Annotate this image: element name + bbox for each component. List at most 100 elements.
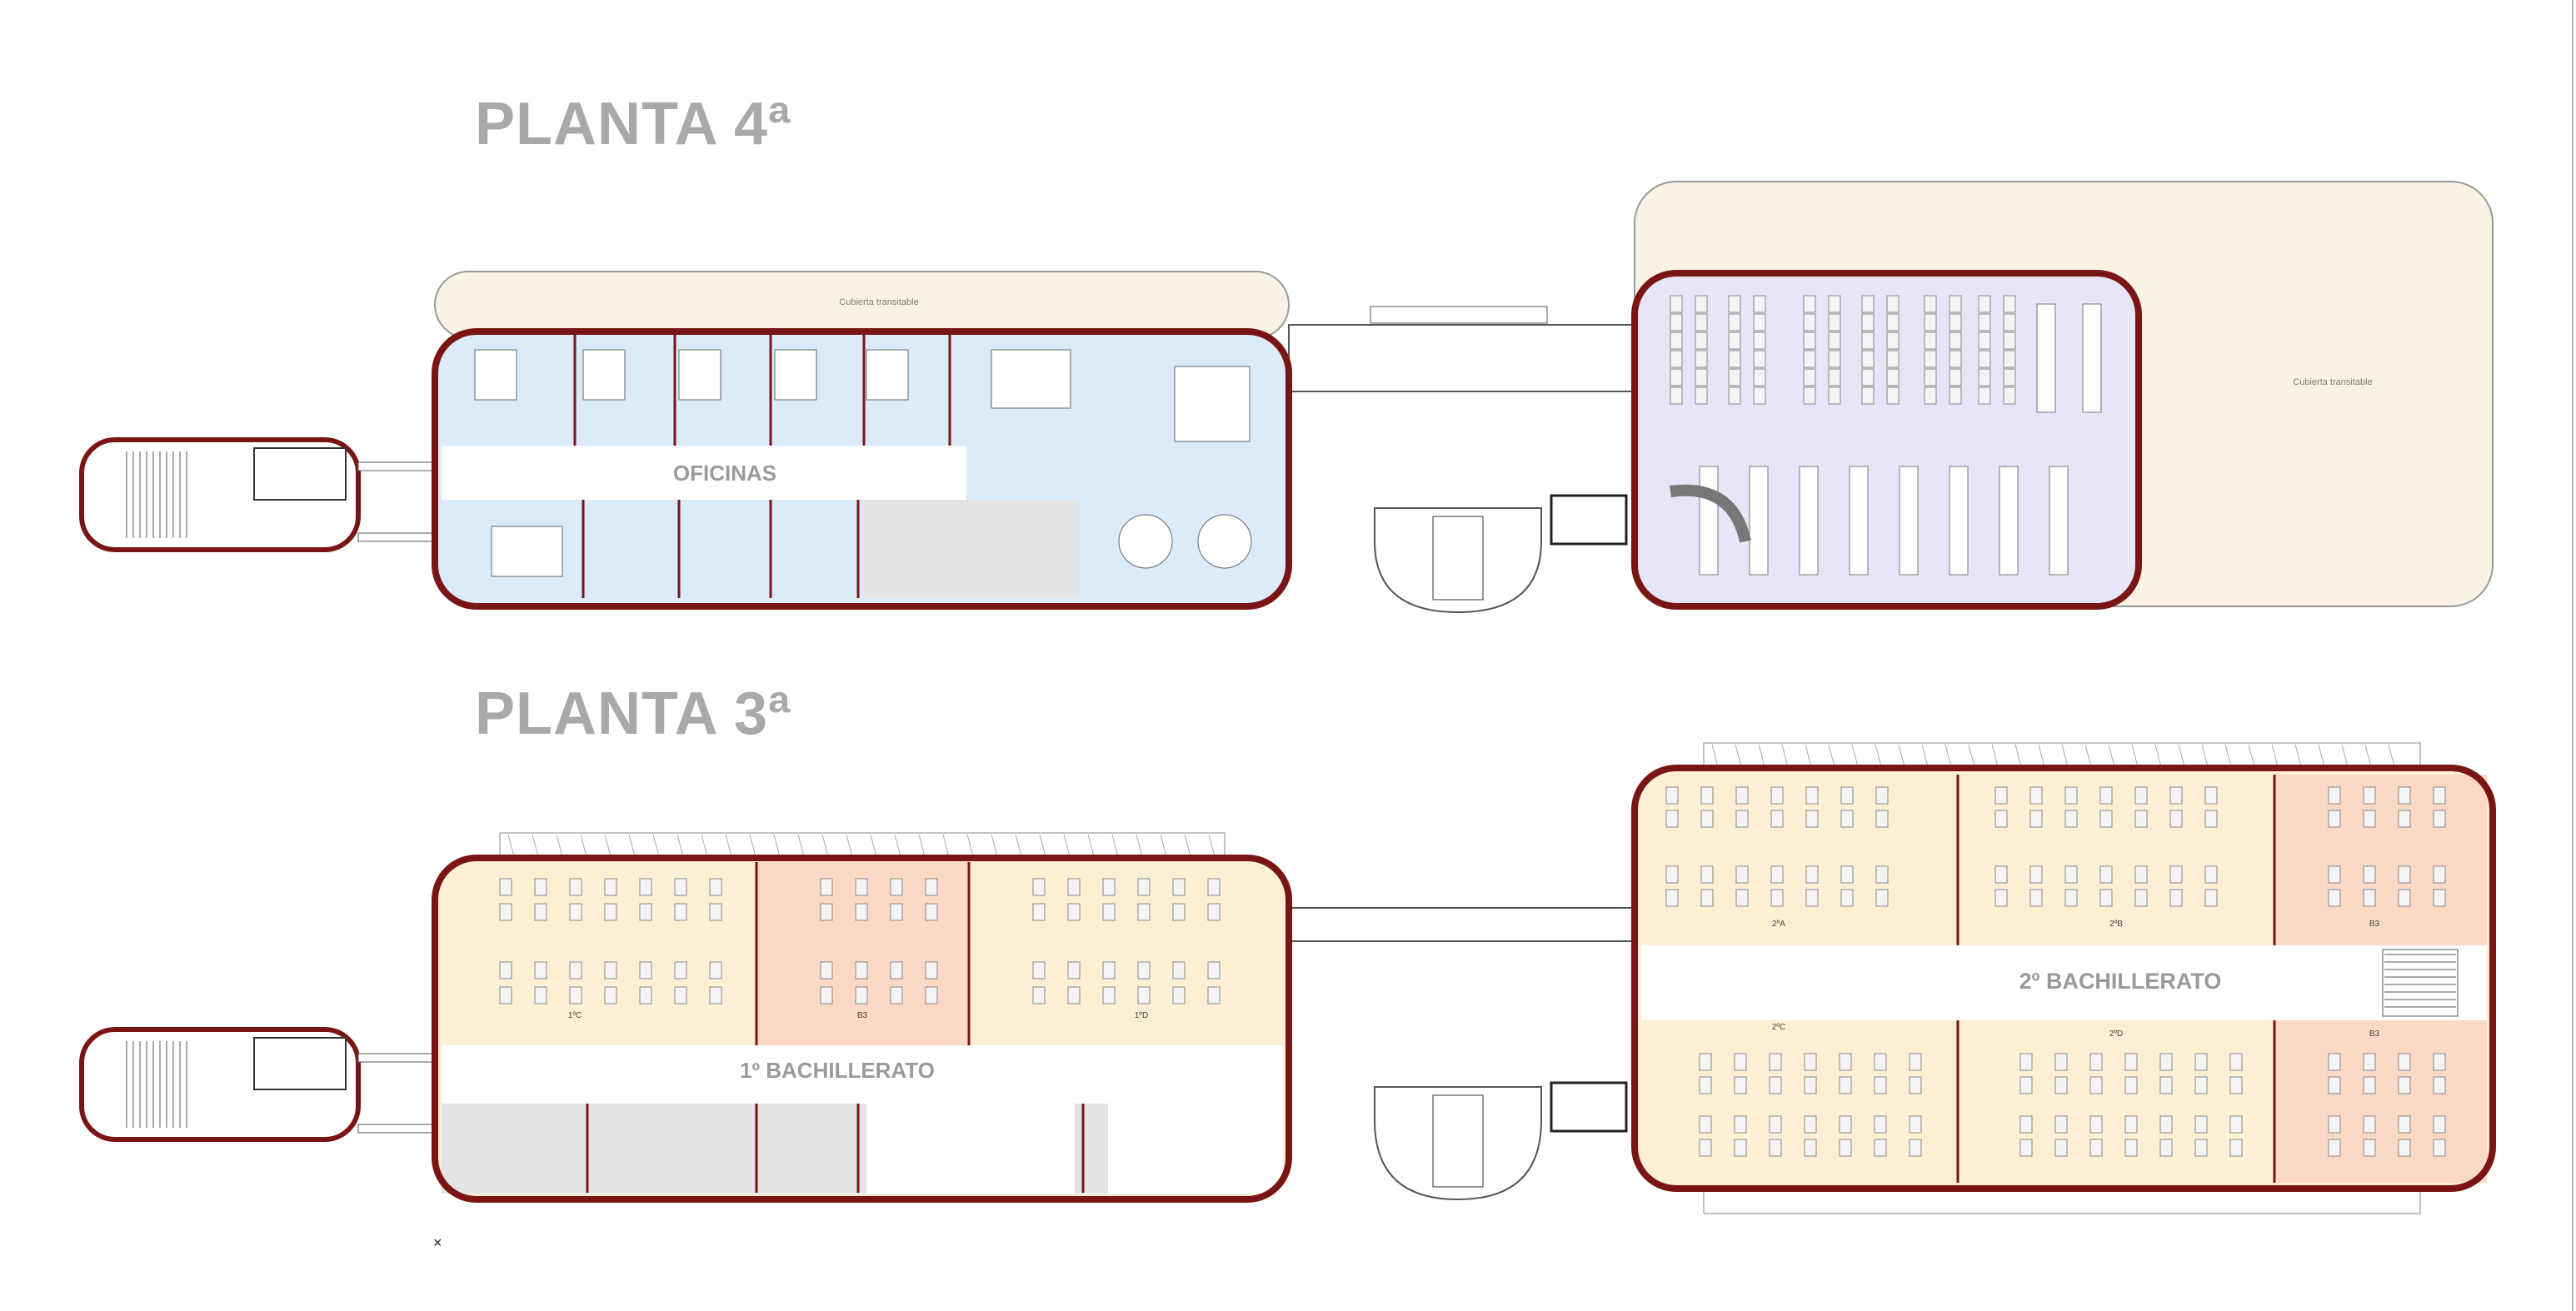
student-desk [1769,1053,1782,1071]
student-desk [2019,1139,2033,1157]
room-2c-label: 2ºC [1772,1023,1785,1032]
student-desk [709,878,722,896]
library-desk [2003,368,2016,386]
student-desk [1804,1053,1817,1071]
student-desk [1734,1053,1747,1071]
student-desk [2099,810,2113,828]
student-desk [2159,1139,2173,1157]
student-desk [2204,810,2218,828]
student-desk [820,961,833,980]
stair-wing-2 [2382,949,2459,1017]
student-desk [1839,1139,1852,1157]
library-desk [1670,331,1683,350]
student-desk [2398,1115,2411,1134]
library-desk [1803,368,1816,386]
student-desk [855,903,868,921]
office-corridor [442,446,966,500]
library-desk [1949,313,1962,331]
library-desk [1803,331,1816,350]
student-desk [2054,1076,2068,1094]
student-desk [1102,986,1116,1004]
library-desk [1695,313,1708,331]
library-desk [2003,331,2016,350]
student-desk [2089,1115,2103,1134]
student-desk [2204,865,2218,884]
student-desk [2398,1139,2411,1157]
student-desk [820,986,833,1004]
bookshelf [1999,466,2019,576]
restroom-4 [864,500,1079,598]
bookshelf [1899,466,1919,576]
student-desk [2064,889,2078,907]
office-desk [491,526,563,577]
wing-1-wall [432,855,1292,1203]
student-desk [2134,786,2148,805]
library-desk [1695,386,1708,405]
library-desk [1828,313,1841,331]
student-desk [569,903,582,921]
floor-4-title: PLANTA 4ª [475,91,791,157]
bookshelf [2082,303,2102,413]
student-desk [2124,1076,2138,1094]
library-desk [1978,295,1991,313]
classroom-b3b-fill [2274,1020,2487,1183]
furniture-layer [474,295,2446,1157]
student-desk [1067,961,1081,980]
library-desk [1978,313,1991,331]
student-desk [2134,810,2148,828]
student-desk [1839,1115,1852,1134]
student-desk [2229,1139,2243,1157]
bachillerato-2-label: 2º BACHILLERATO [2019,969,2222,994]
student-desk [2433,810,2446,828]
corridor-link [357,1124,436,1134]
student-desk [890,903,903,921]
student-desk [1840,865,1854,884]
student-desk [1735,810,1749,828]
student-desk [499,961,512,980]
student-desk [2433,889,2446,907]
student-desk [1172,903,1186,921]
library-desk [1803,350,1816,368]
corridor-link [357,532,436,542]
library-desk [1924,331,1937,350]
student-desk [2124,1139,2138,1157]
student-desk [2134,865,2148,884]
student-desk [1700,889,1714,907]
student-desk [1172,961,1186,980]
library-desk [1728,313,1741,331]
library-desk [1670,313,1683,331]
student-desk [1137,878,1151,896]
restroom-3b [1108,1104,1283,1194]
student-desk [2433,1076,2446,1094]
student-desk [1804,1076,1817,1094]
wing-2-wall [1631,765,2496,1192]
student-desk [2089,1076,2103,1094]
bookshelf [1699,466,1719,576]
floor-3-title: PLANTA 3ª [475,680,791,747]
student-desk [2328,889,2341,907]
student-desk [2433,1139,2446,1157]
student-desk [674,903,687,921]
student-desk [2169,786,2183,805]
library-desk [1670,368,1683,386]
library-desk [1924,313,1937,331]
student-desk [1770,786,1784,805]
library-desk [1978,331,1991,350]
student-desk [2029,865,2043,884]
library-desk [2003,295,2016,313]
student-desk [639,961,652,980]
library-desk [1753,331,1766,350]
room-b3a-label: B3 [2369,920,2380,929]
student-desk [709,903,722,921]
library-desk [1803,386,1816,405]
student-desk [855,961,868,980]
student-desk [2363,810,2376,828]
room-2b-label: 2ºB [2109,920,2123,929]
library-desk [1978,368,1991,386]
student-desk [2398,810,2411,828]
library-desk [1753,368,1766,386]
library-desk [1886,368,1900,386]
student-desk [2124,1053,2138,1071]
student-desk [2398,889,2411,907]
